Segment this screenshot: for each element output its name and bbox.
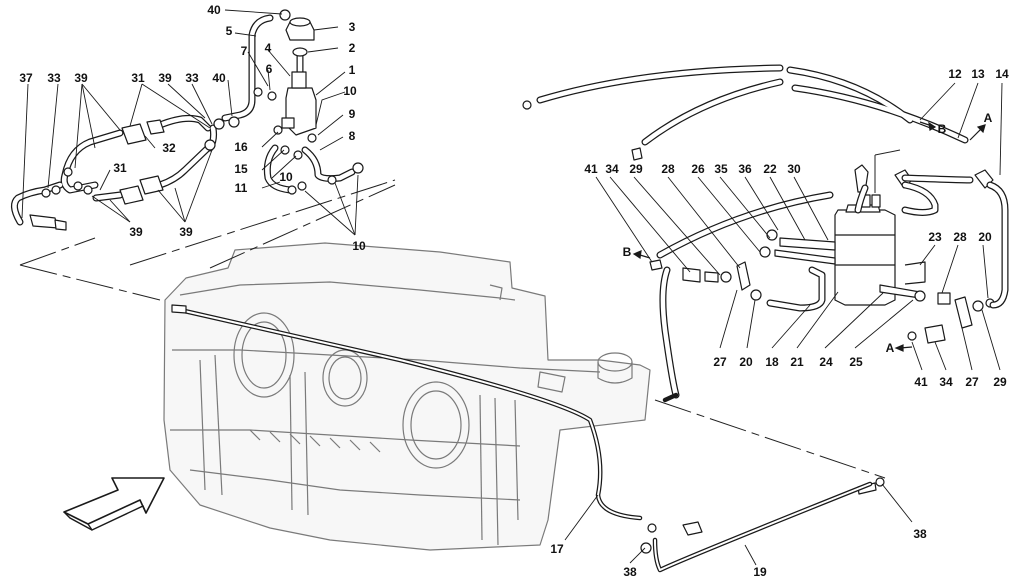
callout-32: 32 (162, 141, 176, 155)
connection-marker-a: A (885, 341, 895, 355)
connection-arrows (632, 121, 986, 352)
callout-27: 27 (713, 355, 727, 369)
callout-34: 34 (939, 375, 953, 389)
callout-23: 23 (928, 230, 942, 244)
connection-marker-b: B (937, 122, 947, 136)
callout-25: 25 (849, 355, 863, 369)
callout-17: 17 (550, 542, 564, 556)
callout-11: 11 (234, 181, 248, 195)
callout-20: 20 (739, 355, 753, 369)
callout-39: 39 (74, 71, 88, 85)
callout-33: 33 (47, 71, 61, 85)
callout-28: 28 (953, 230, 967, 244)
callout-35: 35 (714, 162, 728, 176)
callout-30: 30 (787, 162, 801, 176)
callout-15: 15 (234, 162, 248, 176)
callout-29: 29 (629, 162, 643, 176)
callout-4: 4 (264, 41, 272, 55)
callout-40: 40 (207, 3, 221, 17)
callout-13: 13 (971, 67, 985, 81)
callout-39: 39 (129, 225, 143, 239)
callout-10: 10 (352, 239, 366, 253)
callout-36: 36 (738, 162, 752, 176)
connection-marker-b: B (622, 245, 632, 259)
callout-27: 27 (965, 375, 979, 389)
callout-19: 19 (753, 565, 767, 579)
callout-5: 5 (225, 24, 233, 38)
callout-34: 34 (605, 162, 619, 176)
callout-3: 3 (348, 20, 356, 34)
callout-21: 21 (790, 355, 804, 369)
callout-39: 39 (158, 71, 172, 85)
callout-26: 26 (691, 162, 705, 176)
callout-33: 33 (185, 71, 199, 85)
top-left-components (29, 9, 364, 314)
callout-38: 38 (913, 527, 927, 541)
connection-marker-a: A (983, 111, 993, 125)
callout-7: 7 (240, 44, 248, 58)
callout-31: 31 (131, 71, 145, 85)
callout-22: 22 (763, 162, 777, 176)
callout-8: 8 (348, 129, 356, 143)
callout-9: 9 (348, 107, 356, 121)
callout-20: 20 (978, 230, 992, 244)
callout-leaders (21, 9, 1003, 566)
callout-1: 1 (348, 63, 356, 77)
callout-16: 16 (234, 140, 248, 154)
callout-41: 41 (914, 375, 928, 389)
callout-41: 41 (584, 162, 598, 176)
callout-6: 6 (265, 62, 273, 76)
callout-10: 10 (279, 170, 293, 184)
callout-2: 2 (348, 41, 356, 55)
callout-40: 40 (212, 71, 226, 85)
callout-28: 28 (661, 162, 675, 176)
callout-24: 24 (819, 355, 833, 369)
callout-39: 39 (179, 225, 193, 239)
forward-direction-arrow (63, 477, 165, 525)
callout-14: 14 (995, 67, 1009, 81)
callout-18: 18 (765, 355, 779, 369)
callout-38: 38 (623, 565, 637, 579)
leader-lines (19, 149, 901, 479)
canister-assembly (522, 100, 995, 554)
callout-37: 37 (19, 71, 33, 85)
callout-12: 12 (948, 67, 962, 81)
callout-10: 10 (343, 84, 357, 98)
callout-29: 29 (993, 375, 1007, 389)
fuel-tank (163, 242, 651, 551)
callout-31: 31 (113, 161, 127, 175)
